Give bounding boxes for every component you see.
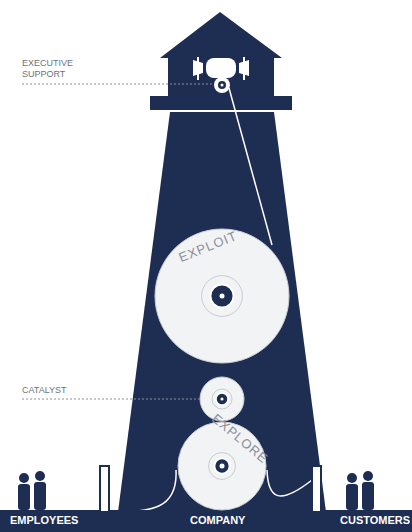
lighthouse-eaves <box>150 96 292 110</box>
lamp-house <box>168 52 274 98</box>
drive-belt <box>110 88 312 512</box>
employees-figures <box>18 471 46 510</box>
customers-figures <box>346 471 374 510</box>
gear-wheel: EXPLORE <box>177 421 267 511</box>
gear-wheel: EXPLOIT <box>154 228 290 364</box>
base-label: EMPLOYEES <box>10 515 78 526</box>
callout-label: CATALYST <box>22 385 102 396</box>
base-label: COMPANY <box>190 515 245 526</box>
base-pillar <box>312 466 321 512</box>
base-pillar <box>100 466 109 512</box>
leader-line <box>22 84 214 85</box>
tower-body <box>118 112 326 512</box>
callout-label: EXECUTIVE SUPPORT <box>22 58 92 80</box>
base-label: CUSTOMERS <box>340 515 410 526</box>
lamp-symbol <box>193 57 249 93</box>
lighthouse-roof <box>160 12 282 58</box>
leader-line <box>22 399 200 400</box>
gear-outline <box>177 421 267 511</box>
base-band <box>0 510 412 532</box>
